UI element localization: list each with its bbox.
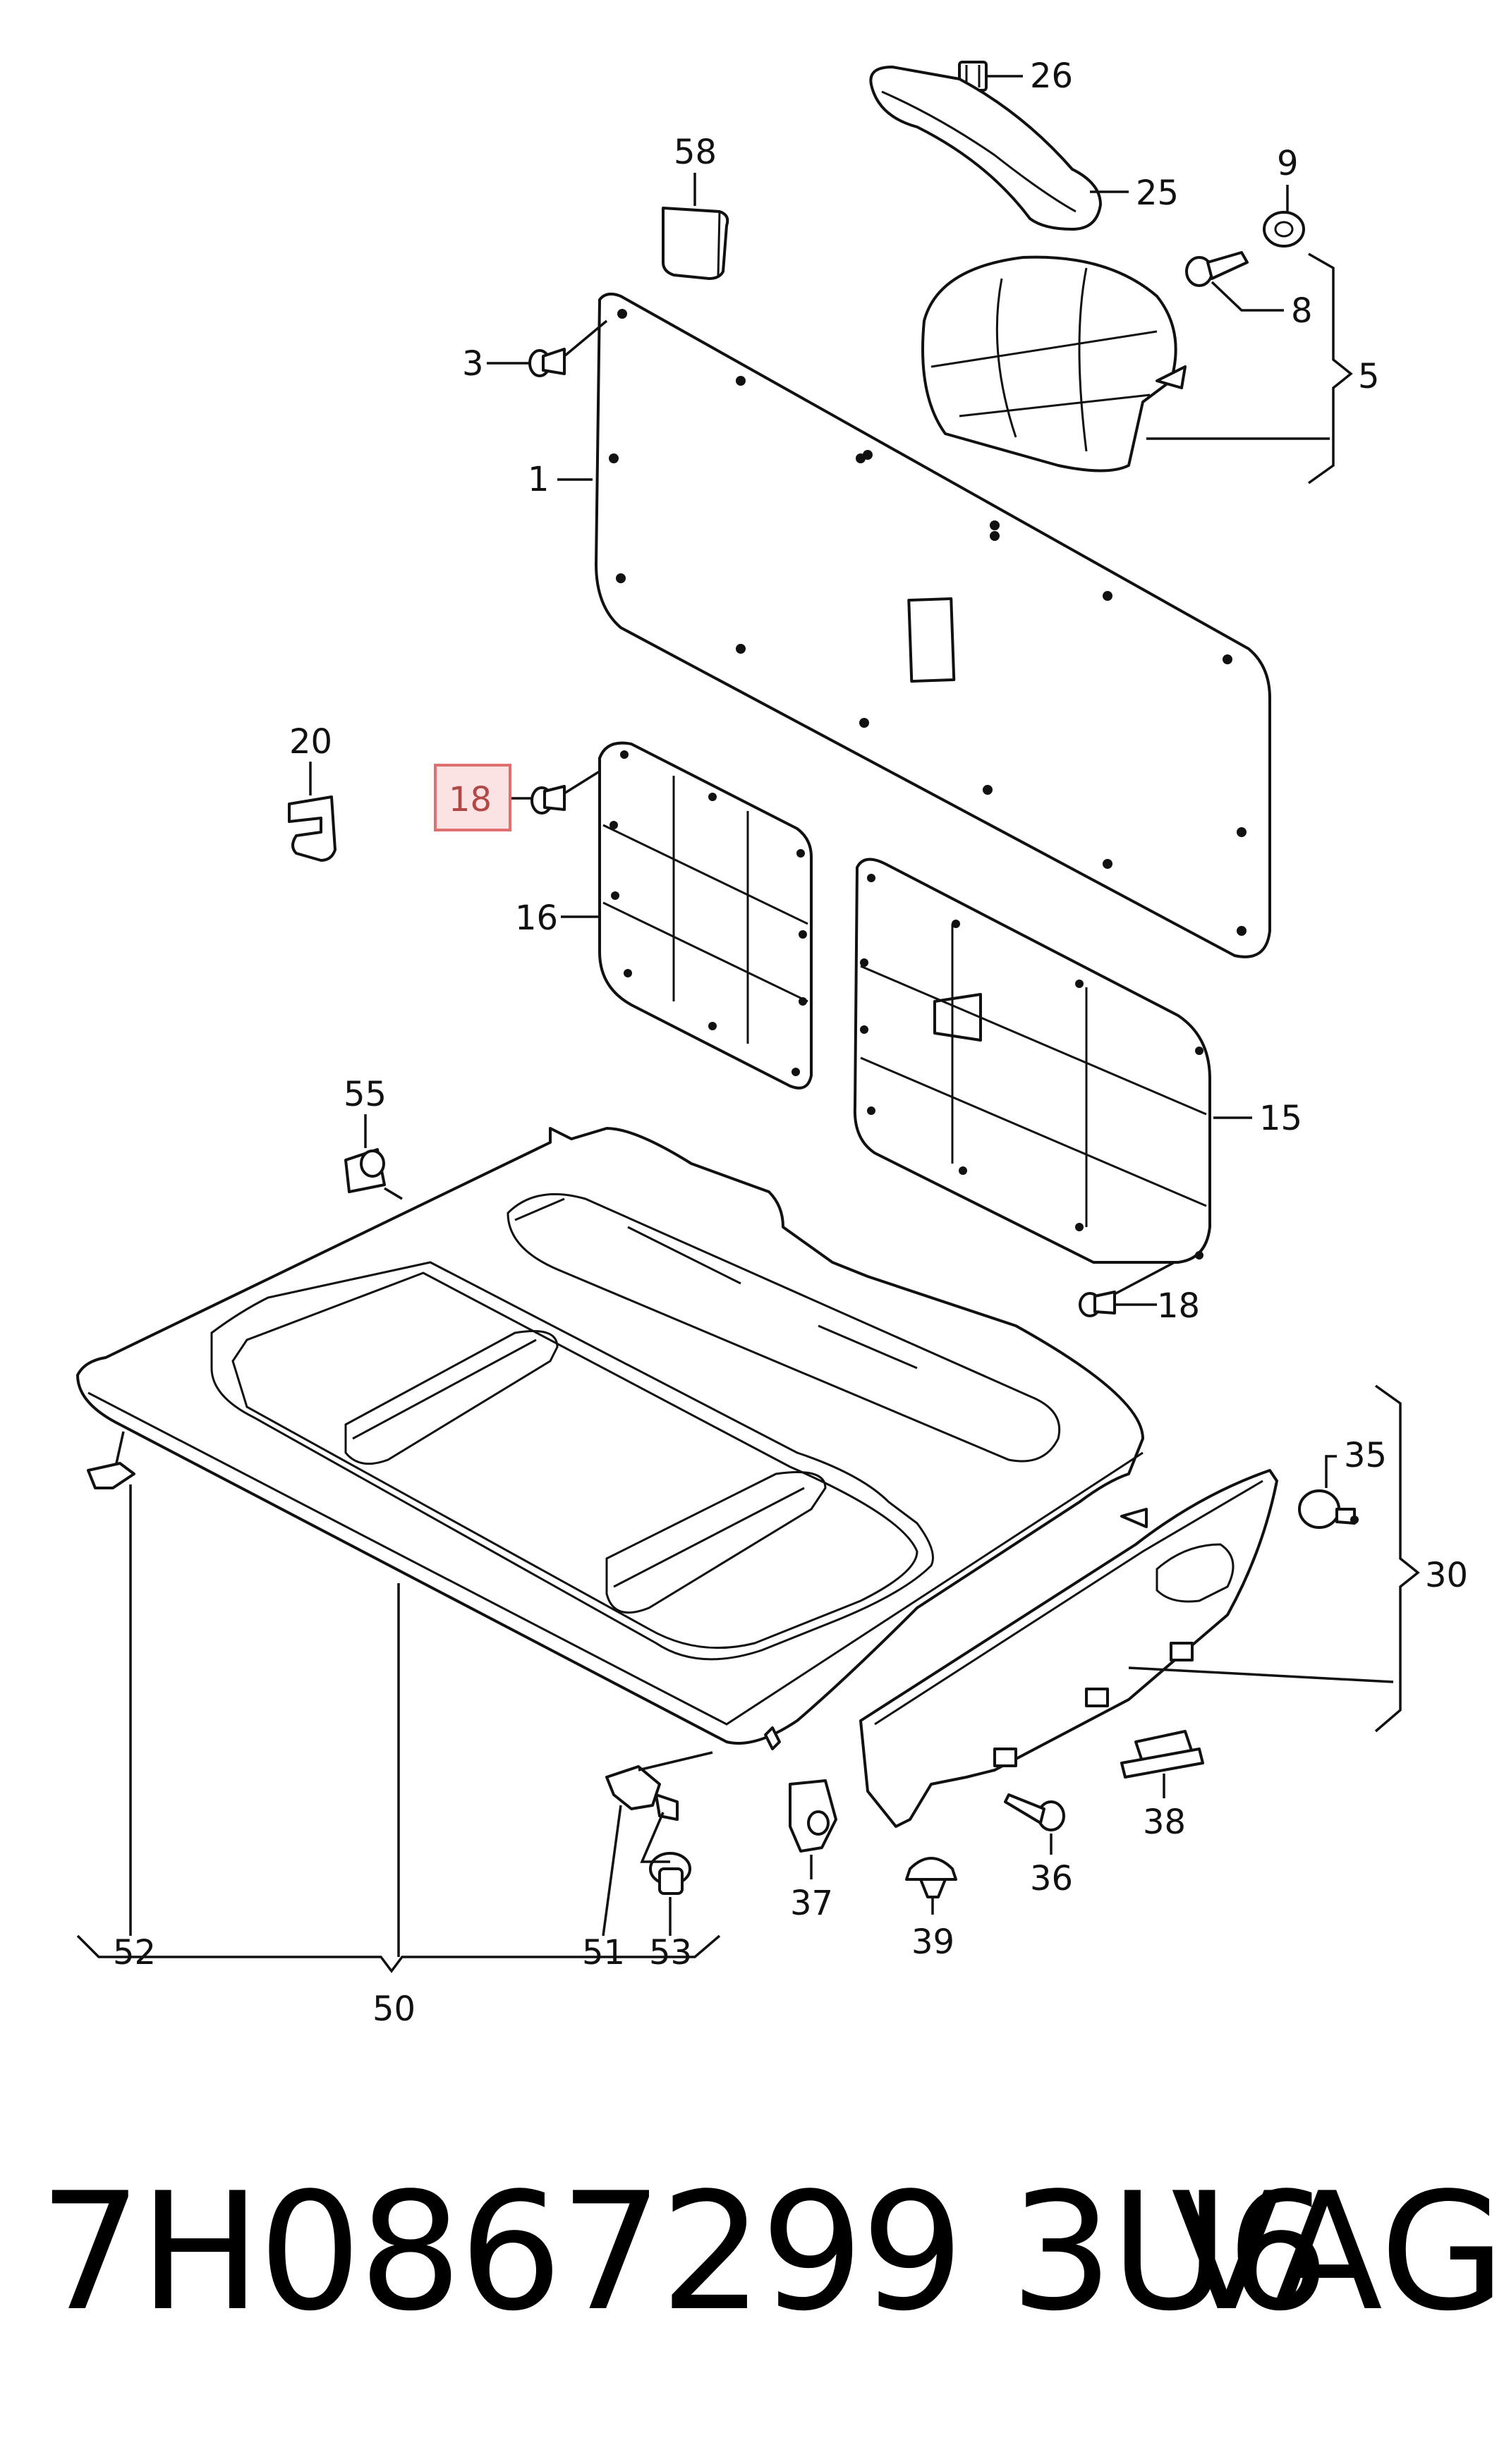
part-9-nut (1263, 211, 1305, 248)
part-16-left-panel (598, 741, 813, 1090)
callout-35: 35 (1344, 1436, 1387, 1475)
callout-53: 53 (649, 1933, 692, 1972)
callout-3: 3 (462, 344, 484, 384)
part-18-clip (530, 785, 566, 815)
callout-1: 1 (528, 460, 550, 499)
part-30-side-trim (859, 1469, 1278, 1828)
callout-50: 50 (372, 1989, 416, 2029)
bracket-5 (1307, 252, 1353, 484)
bracket-50 (76, 1934, 721, 1973)
callout-9: 9 (1277, 144, 1299, 183)
callout-20: 20 (289, 722, 332, 762)
brand-label: VAG (1171, 2159, 1504, 2347)
part-5-padding (921, 255, 1187, 472)
part-number: 7H0867299 3U6 (39, 2159, 1330, 2347)
part-58-cap (662, 207, 729, 280)
part-52-clip (87, 1462, 135, 1489)
part-36-screw (1004, 1793, 1065, 1831)
part-20-clip (288, 795, 336, 862)
part-3-clip (528, 348, 566, 377)
callout-30: 30 (1425, 1556, 1468, 1595)
callout-25: 25 (1136, 173, 1179, 213)
part-55-bracket (344, 1148, 386, 1193)
part-8-screw (1185, 251, 1249, 287)
part-15-right-panel (853, 858, 1211, 1264)
callout-26: 26 (1030, 56, 1073, 96)
callout-18-primary: 18 (449, 780, 492, 819)
callout-38: 38 (1143, 1803, 1186, 1842)
bracket-30 (1374, 1384, 1420, 1733)
callout-16: 16 (515, 898, 558, 938)
part-35-clip (1298, 1489, 1359, 1529)
callout-52: 52 (113, 1933, 156, 1972)
callout-18-highlight (434, 764, 511, 831)
part-38-clip (1120, 1730, 1204, 1779)
part-1-upper-panel (595, 292, 1271, 958)
callout-5: 5 (1358, 357, 1380, 396)
part-53-plug (649, 1852, 691, 1895)
callout-37: 37 (790, 1884, 833, 1923)
callout-18-secondary: 18 (1157, 1286, 1200, 1326)
part-39-grommet (905, 1857, 957, 1898)
part-18-clip-lower (1079, 1291, 1116, 1317)
callout-55: 55 (344, 1075, 387, 1114)
part-50-shelf (76, 1127, 1144, 1750)
part-25-handle (869, 66, 1102, 231)
callout-8: 8 (1291, 291, 1313, 331)
part-51-clip (605, 1765, 679, 1821)
callout-39: 39 (911, 1922, 954, 1962)
callout-36: 36 (1030, 1859, 1073, 1898)
callout-51: 51 (582, 1933, 625, 1972)
callout-15: 15 (1259, 1099, 1302, 1138)
part-37-clip (789, 1779, 837, 1853)
callout-58: 58 (674, 133, 717, 172)
